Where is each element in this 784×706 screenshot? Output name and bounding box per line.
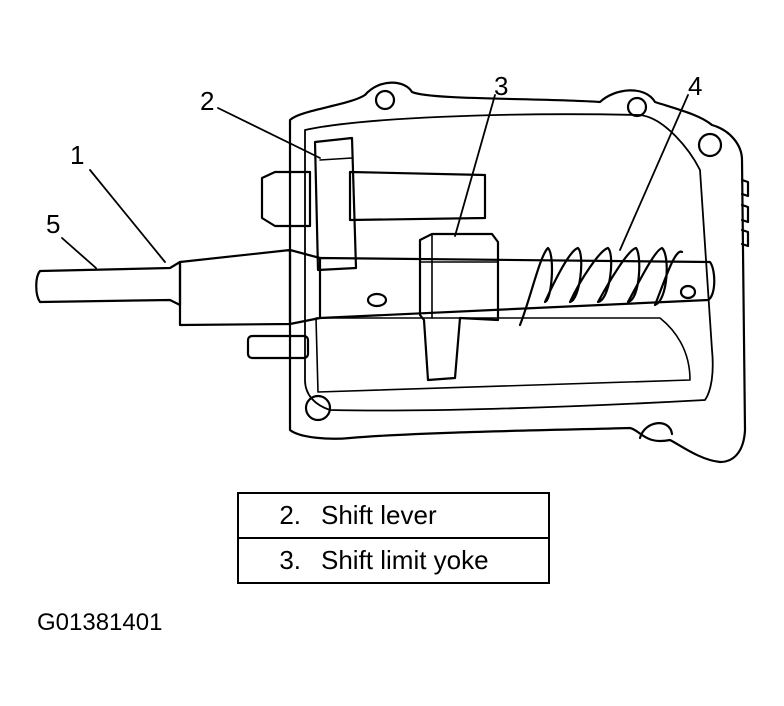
leader-line-2 bbox=[217, 107, 321, 159]
callout-1: 1 bbox=[70, 140, 85, 170]
legend-label: Shift lever bbox=[321, 500, 437, 530]
legend-row: 3. Shift limit yoke bbox=[237, 537, 550, 584]
upper-shaft-stub bbox=[260, 170, 312, 228]
shift-shaft-taper bbox=[178, 248, 292, 327]
callout-4: 4 bbox=[688, 71, 703, 101]
housing-recess bbox=[315, 317, 691, 393]
upper-shaft bbox=[348, 170, 487, 222]
callout-2: 2 bbox=[200, 86, 215, 116]
housing-rib bbox=[740, 228, 750, 248]
shaft-end-hole bbox=[679, 284, 697, 300]
callout-5: 5 bbox=[46, 209, 61, 239]
bolt-hole bbox=[697, 132, 723, 158]
return-spring bbox=[518, 246, 684, 327]
legend-label: Shift limit yoke bbox=[321, 545, 489, 575]
legend-table: 2. Shift lever 3. Shift limit yoke bbox=[237, 492, 550, 584]
bolt-hole bbox=[374, 89, 396, 111]
shift-shaft-tip bbox=[35, 260, 182, 307]
leader-line-5 bbox=[61, 237, 97, 269]
legend-row: 2. Shift lever bbox=[237, 492, 550, 539]
legend-number: 2. bbox=[279, 500, 301, 530]
leader-line-3 bbox=[454, 94, 496, 237]
shift-limit-yoke-part bbox=[418, 232, 500, 382]
lower-stub bbox=[246, 334, 310, 360]
housing-rib bbox=[740, 203, 750, 224]
shaft-pin-hole bbox=[366, 292, 388, 308]
housing-outline bbox=[288, 81, 747, 464]
figure-id: G01381401 bbox=[37, 609, 163, 636]
housing-inner-outline bbox=[304, 113, 714, 412]
shift-lever-part bbox=[313, 136, 358, 272]
transmission-shift-assembly-diagram bbox=[35, 81, 750, 464]
bolt-hole bbox=[626, 96, 648, 118]
callout-3: 3 bbox=[494, 71, 509, 101]
housing-rib bbox=[740, 178, 750, 198]
leader-line-1 bbox=[89, 169, 166, 263]
legend-number: 3. bbox=[279, 545, 301, 575]
leader-line-4 bbox=[619, 94, 689, 251]
bolt-hole bbox=[638, 422, 674, 440]
shift-shaft-body bbox=[318, 256, 716, 320]
bolt-hole bbox=[304, 394, 332, 422]
